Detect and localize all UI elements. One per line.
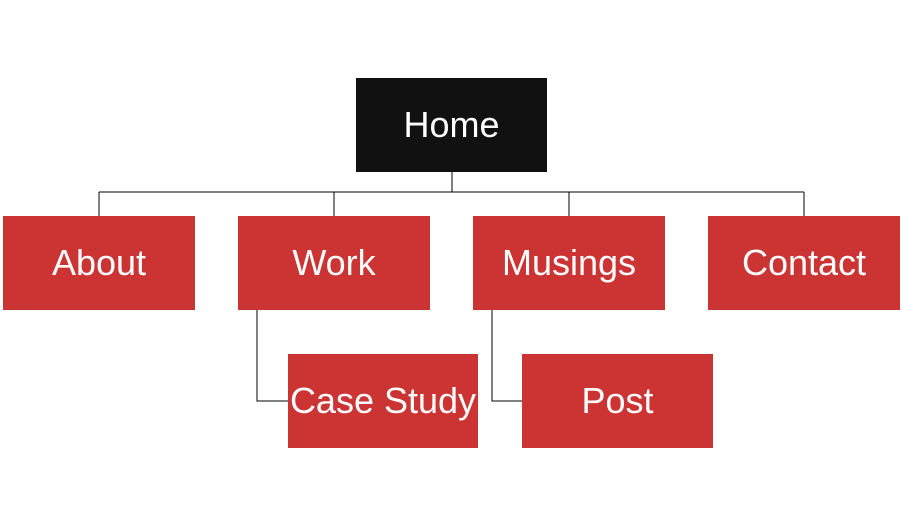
node-post-label: Post — [581, 380, 654, 421]
node-work: Work — [238, 216, 430, 310]
node-case-study: Case Study — [288, 354, 478, 448]
connector-work-case-study — [256, 310, 288, 402]
node-about: About — [3, 216, 195, 310]
node-work-label: Work — [292, 242, 376, 283]
node-contact-label: Contact — [741, 242, 867, 283]
node-about-label: About — [51, 242, 147, 283]
node-home-label: Home — [403, 104, 500, 145]
node-home: Home — [356, 78, 547, 172]
connector-musings-post — [491, 310, 522, 402]
node-case-study-label: Case Study — [289, 380, 477, 421]
node-musings: Musings — [473, 216, 665, 310]
node-contact: Contact — [708, 216, 900, 310]
node-musings-label: Musings — [501, 242, 637, 283]
node-post: Post — [522, 354, 713, 448]
